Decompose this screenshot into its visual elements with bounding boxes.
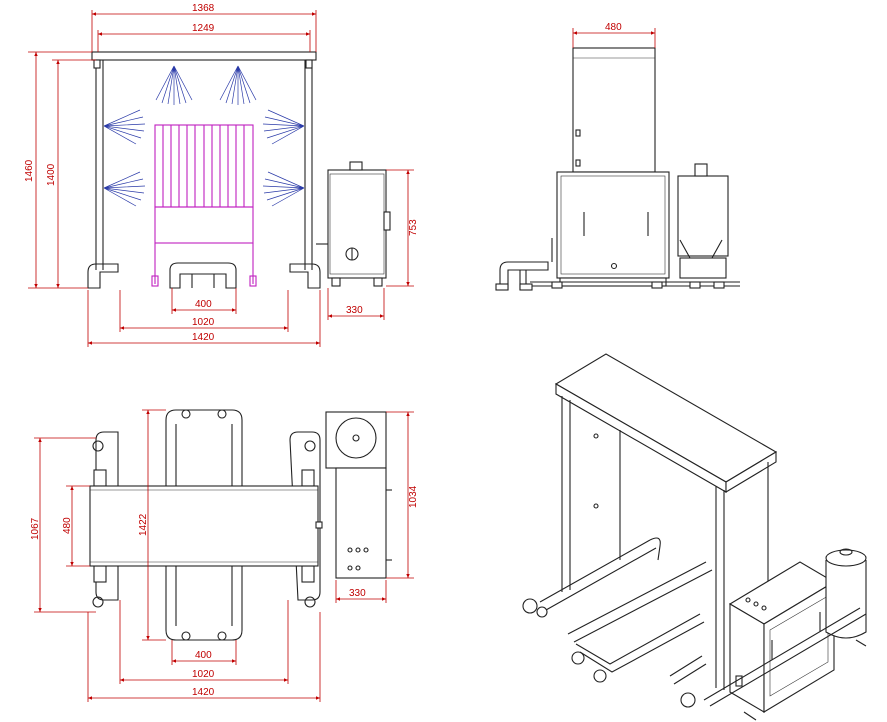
side-view: 480 (495, 22, 740, 291)
dim-center-span: 400 (195, 299, 212, 310)
spray-nozzles (103, 65, 305, 207)
dim-top-center-span: 400 (195, 650, 212, 661)
top-view: 1067 480 1422 1034 400 1020 1420 330 (30, 409, 419, 702)
dim-overall-height: 1460 (24, 159, 35, 182)
dim-base-width: 1420 (192, 332, 215, 343)
dim-top-base-width: 1420 (192, 687, 215, 698)
front-view: 1368 1249 1460 1400 753 400 1020 1420 33… (24, 3, 419, 347)
dim-top-foot-span: 1020 (192, 669, 215, 680)
dim-cabinet-height: 753 (408, 219, 419, 236)
dim-inner-height: 1400 (46, 163, 57, 186)
dim-foot-span: 1020 (192, 317, 215, 328)
dim-inner-width: 1249 (192, 23, 215, 34)
dim-overall-width: 1368 (192, 3, 215, 14)
dim-top-frame-depth: 480 (62, 517, 73, 534)
cabinet-front (316, 161, 391, 287)
dim-top-cabinet-depth: 330 (349, 588, 366, 599)
isometric-view (522, 353, 867, 721)
dim-top-cabinet-length: 1034 (408, 485, 419, 508)
dim-side-frame-depth: 480 (605, 22, 622, 33)
dim-top-foot-length: 1422 (138, 513, 149, 536)
dim-cabinet-depth: 330 (346, 305, 363, 316)
dim-top-overall-depth: 1067 (30, 517, 41, 540)
part-in-washer (151, 124, 257, 287)
